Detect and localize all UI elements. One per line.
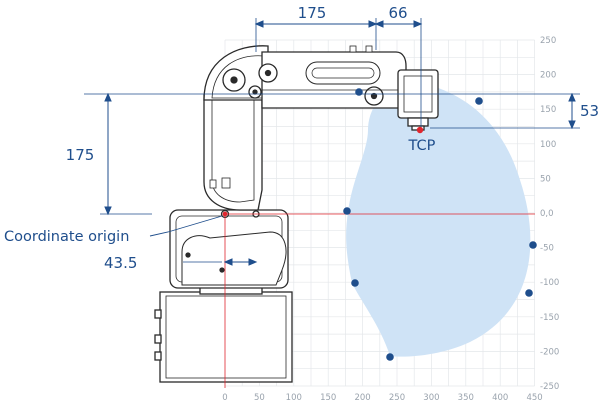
dimension-top-left: 175 xyxy=(298,4,327,22)
x-tick-label: 350 xyxy=(458,393,474,403)
x-tick-label: 400 xyxy=(492,393,508,403)
x-tick-label: 300 xyxy=(423,393,439,403)
tcp-label: TCP xyxy=(408,138,436,154)
y-tick-label: 150 xyxy=(540,105,556,115)
dimension-top-right: 66 xyxy=(388,4,407,22)
y-tick-label: 200 xyxy=(540,71,556,81)
x-tick-label: 200 xyxy=(354,393,370,403)
x-tick-label: 0 xyxy=(222,393,227,403)
y-tick-label: 0,0 xyxy=(540,209,554,219)
workspace-point xyxy=(529,241,537,249)
y-tick-label: -50 xyxy=(540,244,554,254)
y-tick-label: -150 xyxy=(540,313,559,323)
y-tick-label: -250 xyxy=(540,382,559,392)
x-tick-label: 450 xyxy=(526,393,542,403)
workspace-points xyxy=(343,88,537,361)
dimension-left-vertical: 175 xyxy=(66,146,95,164)
x-tick-label: 100 xyxy=(286,393,302,403)
x-tick-label: 250 xyxy=(389,393,405,403)
workspace-point xyxy=(355,88,363,96)
workspace-point xyxy=(386,353,394,361)
y-tick-label: 100 xyxy=(540,140,556,150)
y-tick-label: -200 xyxy=(540,347,559,357)
dimension-arrows xyxy=(104,20,576,266)
y-axis-tick-labels: 250 200 150 100 50 0,0 -50 -100 -150 -200 -250 xyxy=(540,36,559,392)
y-tick-label: 250 xyxy=(540,36,556,46)
dimension-extension-lines xyxy=(84,18,580,215)
workspace-point xyxy=(351,279,359,287)
workspace-point xyxy=(525,289,533,297)
y-tick-label: 50 xyxy=(540,174,551,184)
origin-point xyxy=(222,211,228,217)
y-tick-label: -100 xyxy=(540,278,559,288)
x-tick-label: 50 xyxy=(254,393,265,403)
dimension-base-offset: 43.5 xyxy=(104,254,137,272)
dimension-right-vertical: 53 xyxy=(580,102,599,120)
x-tick-label: 150 xyxy=(320,393,336,403)
reachable-workspace-area xyxy=(346,80,531,357)
x-axis-tick-labels: 0 50 100 150 200 250 300 350 400 450 xyxy=(222,393,542,403)
tcp-point xyxy=(416,126,424,134)
workspace-point xyxy=(475,97,483,105)
workspace-point xyxy=(343,207,351,215)
coordinate-origin-label: Coordinate origin xyxy=(4,229,129,245)
coordinate-reference-lines xyxy=(224,213,535,388)
robot-base xyxy=(154,285,293,383)
